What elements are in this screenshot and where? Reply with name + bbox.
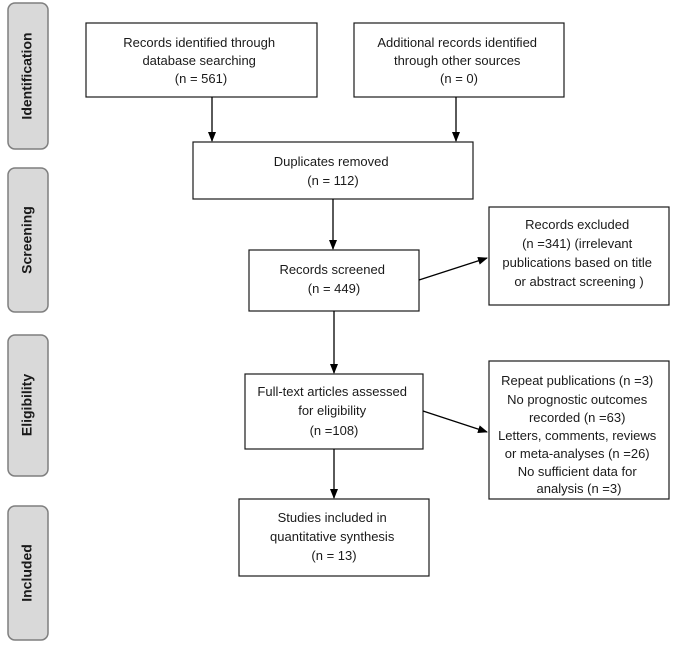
phase-label-eligibility: Eligibility [19, 374, 35, 436]
phase-label-included: Included [19, 544, 35, 602]
records-excluded-line-1: Records excluded [525, 217, 629, 232]
records-identified-line-3: (n = 561) [175, 71, 227, 86]
svg-text:Records screened (n = 44: Records screened (n = 449) [279, 262, 388, 296]
fulltext-assessed-line-2: for eligibility [298, 403, 366, 418]
phase-identification: Identification [7, 2, 49, 150]
additional-records-line-3: (n = 0) [440, 71, 478, 86]
records-identified-box: Records identified through database sear… [85, 22, 318, 98]
phase-included: Included [7, 505, 49, 641]
records-screened-line-1: Records screened [279, 262, 385, 277]
records-excluded-line-3: publications based on title [502, 255, 652, 270]
records-identified-line-1: Records identified through [123, 35, 275, 50]
fulltext-excluded-line-4: Letters, comments, reviews [498, 428, 657, 443]
records-screened-box: Records screened (n = 449) [248, 249, 420, 312]
phase-label-identification: Identification [19, 32, 35, 119]
phase-eligibility: Eligibility [7, 334, 49, 477]
records-identified-line-2: database searching [142, 53, 255, 68]
svg-text:Additional records identified: Additional records identified through ot… [377, 35, 540, 86]
arrow-fulltext-to-excluded [422, 410, 488, 433]
phase-screening: Screening [7, 167, 49, 313]
svg-text:Studies included in quan: Studies included in quantitative synthes… [270, 510, 398, 563]
studies-included-line-2: quantitative synthesis [270, 529, 395, 544]
fulltext-excluded-line-1: Repeat publications (n =3) [501, 373, 653, 388]
svg-text:Records excluded (n =341: Records excluded (n =341) (irrelevant pu… [502, 217, 655, 289]
studies-included-line-3: (n = 13) [311, 548, 356, 563]
duplicates-removed-line-1: Duplicates removed [274, 154, 389, 169]
fulltext-excluded-line-3: recorded (n =63) [529, 410, 625, 425]
arrow-screened-to-excluded [418, 256, 488, 281]
studies-included-line-1: Studies included in [278, 510, 387, 525]
fulltext-assessed-box: Full-text articles assessed for eligibil… [244, 373, 424, 450]
fulltext-excluded-line-5: or meta-analyses (n =26) [505, 446, 650, 461]
records-screened-line-2: (n = 449) [308, 281, 360, 296]
svg-text:Repeat publications (n =3): Repeat publications (n =3) No prognostic… [498, 373, 660, 496]
phase-label-screening: Screening [19, 206, 35, 274]
additional-records-line-2: through other sources [394, 53, 521, 68]
fulltext-excluded-box: Repeat publications (n =3) No prognostic… [488, 360, 670, 500]
fulltext-excluded-line-2: No prognostic outcomes [507, 392, 648, 407]
additional-records-box: Additional records identified through ot… [353, 22, 565, 98]
fulltext-excluded-line-6: No sufficient data for [518, 464, 638, 479]
duplicates-removed-box: Duplicates removed (n = 112) [192, 141, 474, 200]
svg-text:Full-text articles assessed: Full-text articles assessed for eligibil… [257, 384, 410, 438]
duplicates-removed-line-2: (n = 112) [307, 173, 358, 188]
fulltext-assessed-line-3: (n =108) [310, 423, 359, 438]
records-excluded-line-4: or abstract screening ) [514, 274, 643, 289]
fulltext-assessed-line-1: Full-text articles assessed [257, 384, 407, 399]
records-excluded-box: Records excluded (n =341) (irrelevant pu… [488, 206, 670, 306]
records-excluded-line-2: (n =341) (irrelevant [522, 236, 633, 251]
svg-text:Records identified through: Records identified through database sear… [123, 35, 278, 86]
svg-text:Duplicates removed (n =: Duplicates removed (n = 112) [274, 154, 393, 188]
additional-records-line-1: Additional records identified [377, 35, 537, 50]
fulltext-excluded-line-7: analysis (n =3) [537, 481, 622, 496]
studies-included-box: Studies included in quantitative synthes… [238, 498, 430, 577]
